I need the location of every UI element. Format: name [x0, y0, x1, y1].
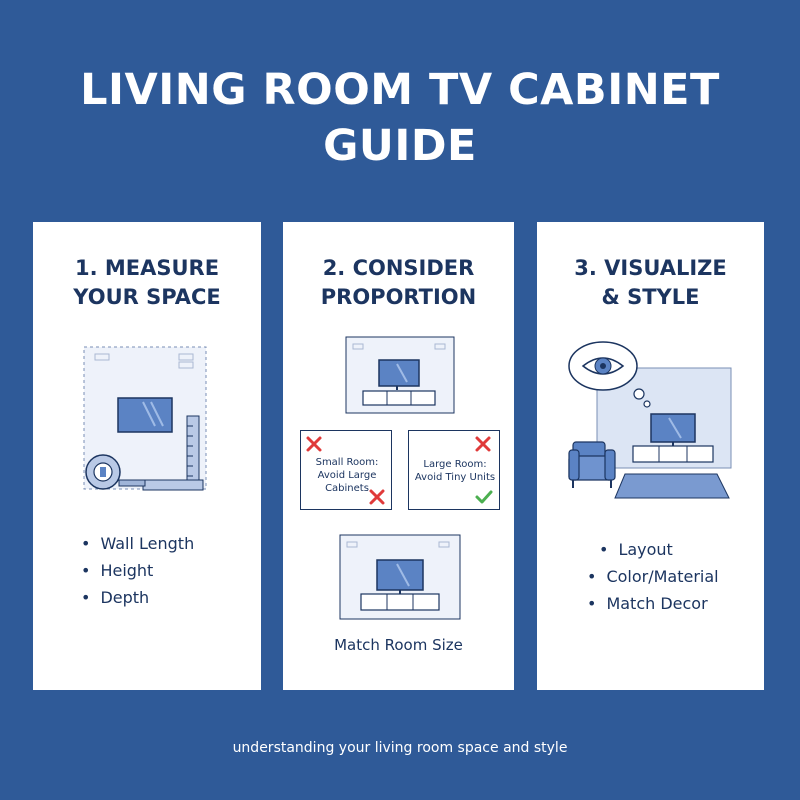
small-room-box: Small Room: Avoid Large Cabinets — [300, 430, 392, 510]
footer-caption: understanding your living room space and… — [232, 740, 568, 756]
measure-bullets: Wall Length Height Depth — [81, 530, 194, 611]
small-room-label: Small Room: Avoid Large Cabinets — [301, 456, 393, 495]
list-item: Depth — [81, 584, 194, 611]
sofa-icon — [568, 441, 616, 488]
large-room-label-line1: Large Room: — [423, 459, 487, 470]
proportion-bottom-illustration — [339, 534, 461, 620]
measure-illustration — [83, 346, 207, 491]
card-measure-heading: 1. MEASURE YOUR SPACE — [33, 254, 261, 312]
cross-icon — [475, 436, 491, 452]
small-room-label-line1: Small Room: — [315, 457, 379, 468]
card-visualize-heading: 3. VISUALIZE & STYLE — [537, 254, 764, 312]
page-title: LIVING ROOM TV CABINET GUIDE — [0, 62, 800, 174]
large-room-label: Large Room: Avoid Tiny Units — [409, 458, 501, 484]
list-item: Color/Material — [587, 563, 718, 590]
small-room-label-line3: Cabinets — [325, 483, 369, 494]
list-item: Layout — [587, 536, 719, 563]
tv-icon — [376, 559, 424, 594]
card-visualize: 3. VISUALIZE & STYLE — [537, 222, 764, 690]
card-proportion-heading-line1: 2. CONSIDER — [322, 256, 475, 280]
list-item: Match Decor — [587, 590, 719, 617]
card-measure: 1. MEASURE YOUR SPACE Wal — [33, 222, 261, 690]
cross-icon — [369, 489, 385, 505]
eye-icon — [568, 341, 651, 408]
card-proportion-heading-line2: PROPORTION — [320, 285, 477, 309]
check-icon — [475, 490, 493, 504]
tv-icon — [650, 413, 696, 446]
rug-icon — [614, 473, 730, 499]
tv-icon — [378, 359, 420, 390]
tv-icon — [117, 397, 173, 433]
visualize-bullets: Layout Color/Material Match Decor — [587, 536, 719, 617]
visualize-illustration — [568, 341, 732, 499]
ruler-icon — [186, 415, 200, 491]
card-measure-heading-line2: YOUR SPACE — [73, 285, 221, 309]
card-visualize-heading-line1: 3. VISUALIZE — [574, 256, 727, 280]
card-measure-heading-line1: 1. MEASURE — [74, 256, 220, 280]
tape-measure-icon — [85, 454, 146, 490]
proportion-caption: Match Room Size — [334, 636, 463, 654]
card-proportion: 2. CONSIDER PROPORTION Small Room: Avoid… — [283, 222, 514, 690]
list-item: Wall Length — [81, 530, 194, 557]
page-title-line1: LIVING ROOM TV CABINET — [80, 65, 720, 115]
proportion-top-illustration — [345, 336, 455, 414]
card-visualize-heading-line2: & STYLE — [601, 285, 700, 309]
large-room-label-line2: Avoid Tiny Units — [414, 472, 496, 483]
small-room-label-line2: Avoid Large — [317, 470, 377, 481]
card-proportion-heading: 2. CONSIDER PROPORTION — [283, 254, 514, 312]
list-item: Height — [81, 557, 194, 584]
cross-icon — [306, 436, 322, 452]
page-title-line2: GUIDE — [323, 121, 477, 171]
large-room-box: Large Room: Avoid Tiny Units — [408, 430, 500, 510]
